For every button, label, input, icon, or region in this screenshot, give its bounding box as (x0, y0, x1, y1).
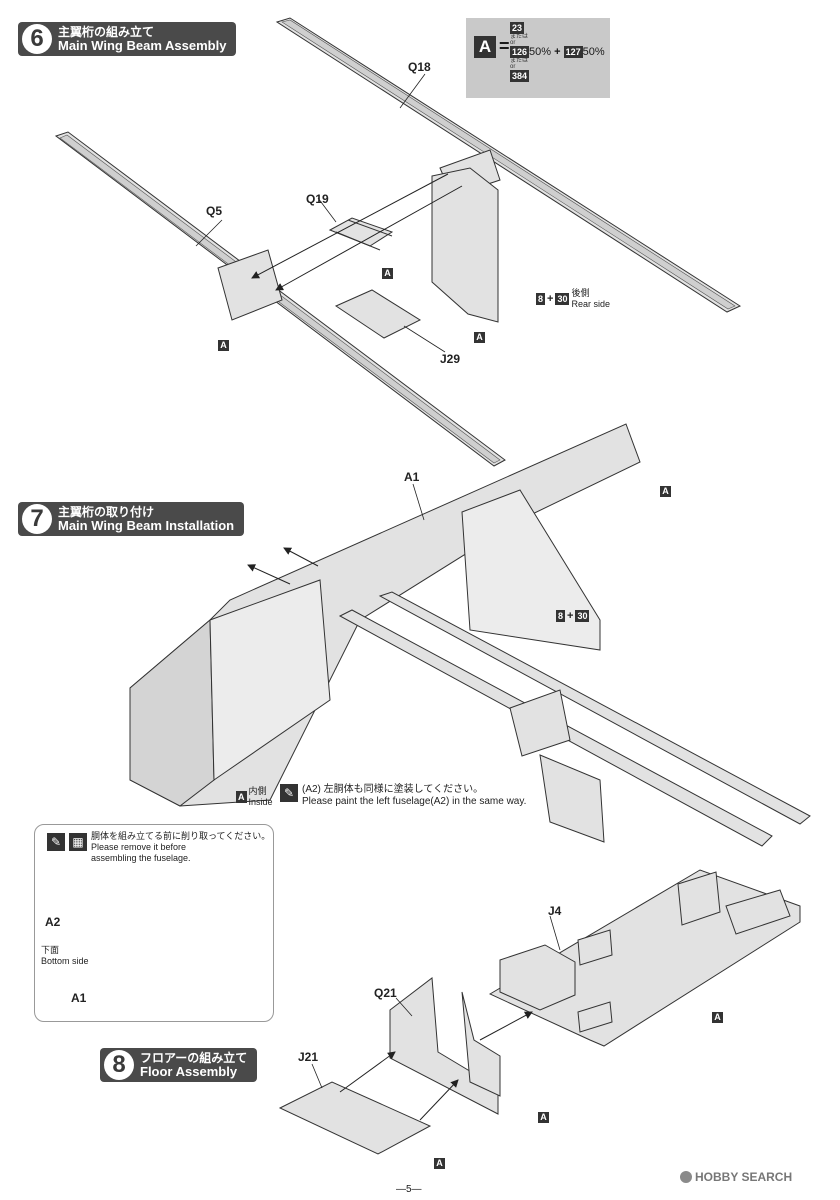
rear-side-note: 8 + 30 後側 Rear side (536, 288, 610, 310)
floor-j21 (278, 1081, 432, 1155)
inside-note: A 内側 Inside (236, 786, 273, 808)
mix-plus: + (554, 46, 561, 58)
bottom-side-jp: 下面 (41, 945, 60, 955)
bottom-side-en: Bottom side (41, 956, 89, 966)
part-j29 (334, 289, 422, 339)
paint-note-en: Please paint the left fuselage(A2) in th… (302, 796, 527, 807)
file-tool-icon: ▦ (69, 833, 87, 851)
part-label-q5: Q5 (206, 204, 223, 218)
mix-8-code-a: 8 (556, 610, 566, 622)
step-7-number: 7 (22, 504, 52, 534)
part-label-j4: J4 (548, 904, 562, 918)
step-8-title-jp: フロアーの組み立て (140, 1051, 248, 1065)
fuselage-a1 (129, 423, 641, 807)
color-tag-q5: A (218, 340, 229, 351)
inside-jp: 内側 (248, 786, 267, 796)
rear-code-a: 8 (536, 293, 546, 305)
watermark-text: HOBBY SEARCH (695, 1170, 793, 1184)
part-label-q19: Q19 (306, 192, 329, 206)
beam-q5 (54, 131, 506, 467)
part-label-a1: A1 (404, 470, 420, 484)
remove-note: 胴体を組み立てる前に削り取ってください。 Please remove it be… (91, 831, 270, 864)
step-7-title-jp: 主翼桁の取り付け (58, 505, 155, 519)
step-6-title-en: Main Wing Beam Assembly (58, 38, 227, 53)
mix-percent-3: 50% (582, 46, 605, 58)
mix-8-code-b: 30 (575, 610, 590, 622)
step-8-number: 8 (104, 1050, 134, 1080)
watermark-logo-icon (680, 1171, 692, 1183)
color-tag-q21: A (538, 1112, 549, 1123)
watermark: HOBBY SEARCH (680, 1170, 792, 1184)
mix-8-plus: + (567, 609, 574, 622)
part-label-j29: J29 (440, 352, 461, 366)
color-tag-j29: A (382, 268, 393, 279)
bulkhead-rear (431, 167, 499, 323)
mix-8-30-note: 8 + 30 (556, 609, 590, 622)
inside-color-tag: A (236, 791, 247, 803)
inside-en: Inside (248, 797, 273, 807)
part-label-q21: Q21 (374, 986, 397, 1000)
rear-plus: + (547, 292, 554, 305)
mix-code-4: 384 (510, 70, 530, 82)
paint-note: (A2) 左胴体も同様に塗装してください。 Please paint the l… (302, 784, 526, 808)
mix-equals: = (499, 36, 510, 56)
color-tag-j21: A (434, 1158, 445, 1169)
step-6-header: 6 主翼桁の組み立て Main Wing Beam Assembly (18, 22, 237, 56)
beams-installed (338, 591, 811, 847)
step-7-title-en: Main Wing Beam Installation (58, 518, 235, 533)
paint-brush-icon: ✎ (280, 784, 298, 802)
detail-inset: ✎ ▦ 胴体を組み立てる前に削り取ってください。 Please remove i… (34, 824, 274, 1022)
remove-note-jp: 胴体を組み立てる前に削り取ってください。 (91, 831, 271, 841)
part-label-q18: Q18 (408, 60, 431, 74)
part-q19 (328, 217, 394, 251)
floor-j4 (488, 869, 801, 1047)
part-label-j21: J21 (298, 1050, 319, 1064)
mix-code-3: 127 (563, 46, 583, 58)
mix-color-letter: A (474, 36, 496, 58)
rear-side-jp: 後側 (571, 288, 590, 298)
remove-note-en-2: assembling the fuselage. (91, 853, 191, 863)
color-tag-a1-right: A (660, 486, 671, 497)
step-7-header: 7 主翼桁の取り付け Main Wing Beam Installation (18, 502, 245, 536)
color-tag-bulkhead: A (474, 332, 485, 343)
paint-note-jp: (A2) 左胴体も同様に塗装してください。 (302, 784, 484, 795)
rear-code-b: 30 (555, 293, 570, 305)
step-6-number: 6 (22, 24, 52, 54)
mix-code-1: 23 (510, 22, 525, 34)
mix-percent-2: 50% (529, 46, 552, 58)
rear-side-en: Rear side (571, 299, 610, 309)
step-8-header: 8 フロアーの組み立て Floor Assembly (100, 1048, 258, 1082)
bottom-side-note: 下面 Bottom side (41, 945, 89, 967)
page-number: —5— (396, 1184, 422, 1195)
part-label-a1-inset: A1 (71, 991, 87, 1005)
step-6-title-jp: 主翼桁の組み立て (58, 25, 155, 39)
step-8-title-en: Floor Assembly (140, 1064, 238, 1079)
color-tag-j4: A (712, 1012, 723, 1023)
remove-note-en-1: Please remove it before (91, 842, 187, 852)
part-label-a2: A2 (45, 915, 61, 929)
paint-brush-icon-inset: ✎ (47, 833, 65, 851)
mix-code-2: 126 (510, 46, 530, 58)
